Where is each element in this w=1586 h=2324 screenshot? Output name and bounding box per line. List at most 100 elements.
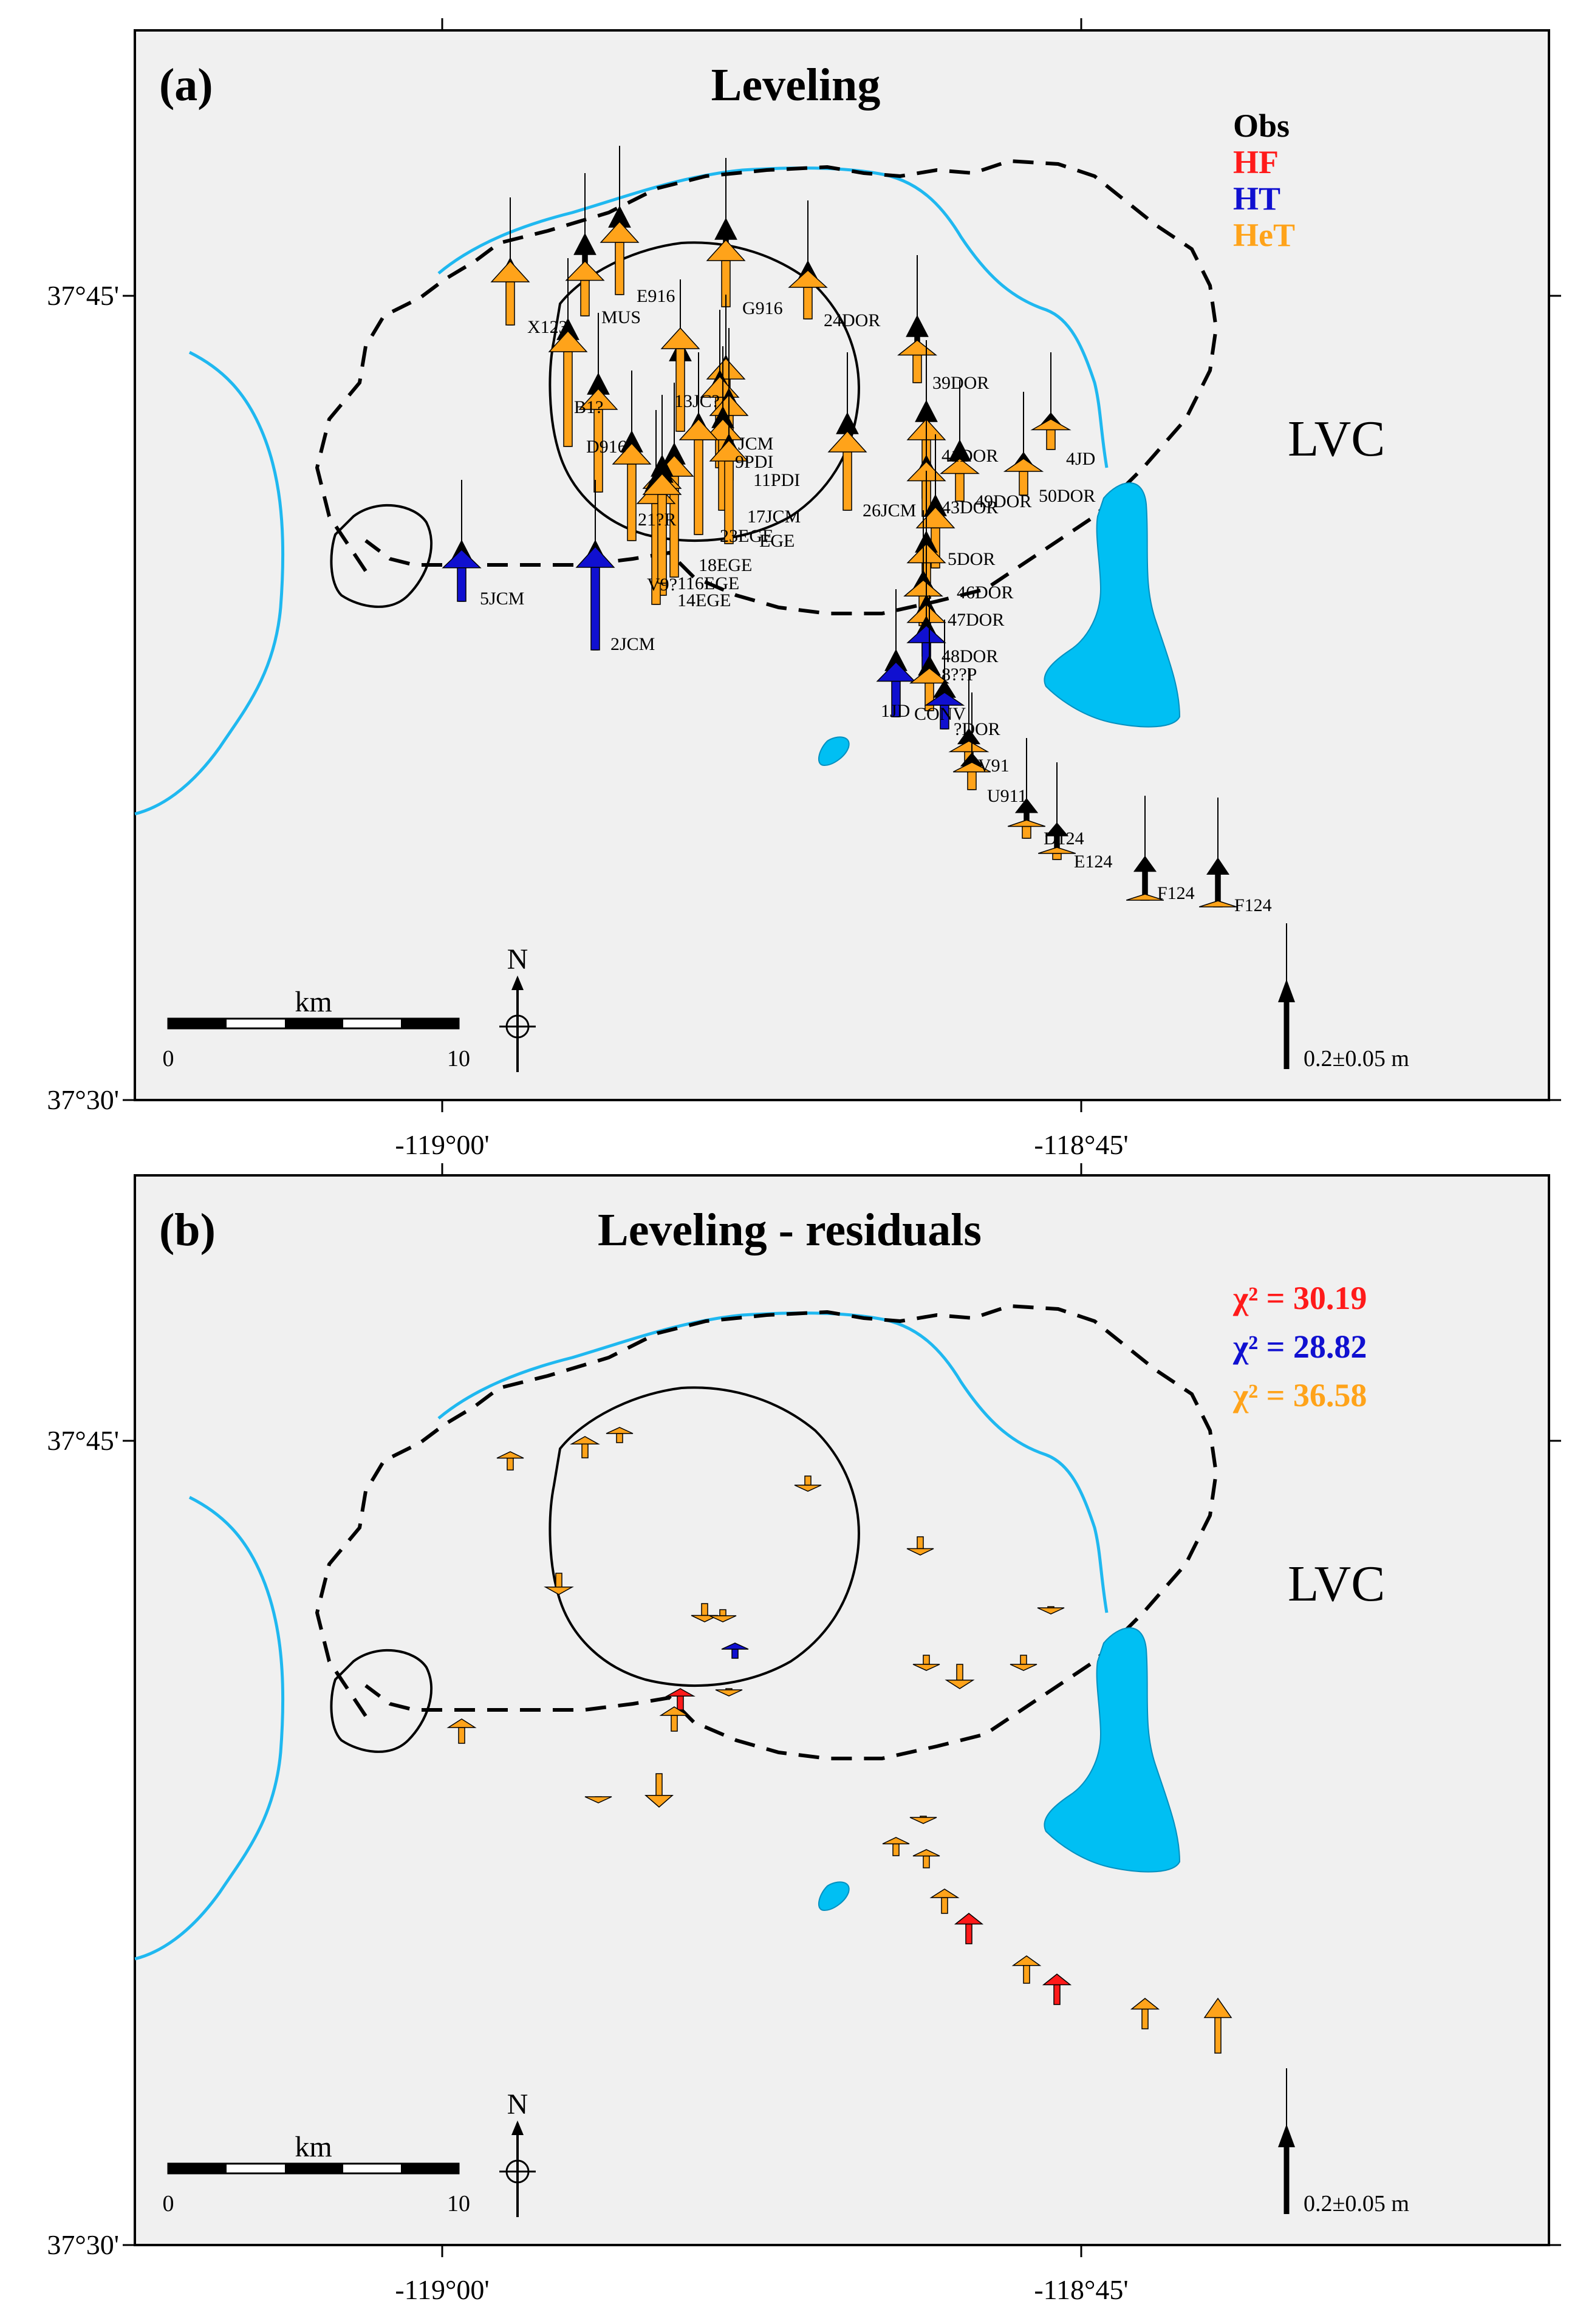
model-arrow — [709, 439, 749, 544]
scale-unit: km — [295, 2131, 332, 2163]
station-label: ?DOR — [954, 719, 1000, 739]
residual-arrow — [1010, 1655, 1037, 1671]
model-arrow — [660, 327, 700, 432]
map-frame-a — [134, 29, 1550, 1101]
panel-b: 37°45' 37°30' -119°00' -118°45' (b) Leve… — [47, 1163, 1561, 2305]
north-label: N — [507, 2088, 528, 2121]
station-label: MUS — [601, 307, 641, 327]
residual-arrow — [496, 1451, 524, 1471]
station-label: 48DOR — [942, 646, 998, 666]
residual-arrow — [1130, 1998, 1160, 2029]
station-label: V9? — [647, 575, 677, 595]
station-label: F124 — [1157, 883, 1195, 903]
panel-title: Leveling — [711, 60, 881, 111]
model-arrow — [1126, 894, 1164, 901]
residual-arrow — [882, 1837, 910, 1856]
panel-title: Leveling - residuals — [598, 1205, 982, 1256]
station-label: 1JD — [881, 701, 910, 721]
station-label: 49DOR — [975, 491, 1031, 511]
station-label: 39DOR — [932, 373, 989, 393]
y-tick-label: 37°30' — [47, 1084, 119, 1115]
station-label: 46DOR — [957, 583, 1013, 603]
station-label: X123 — [527, 317, 568, 337]
station-label: CONV — [914, 704, 966, 724]
station-label: 9PDI — [735, 452, 773, 472]
model-arrow — [1030, 419, 1072, 450]
scale-end: 10 — [447, 2191, 470, 2216]
station-label: 2JCM — [610, 634, 655, 654]
y-tick-label: 37°45' — [47, 280, 119, 311]
model-arrow — [1007, 819, 1046, 839]
residual-arrow — [659, 1706, 689, 1732]
station-label: 26JCM — [863, 501, 916, 521]
region-label: LVC — [1288, 1556, 1385, 1612]
station-label: JCM — [738, 434, 773, 454]
model-arrow — [952, 762, 991, 790]
x-tick-label: -119°00' — [395, 2274, 489, 2305]
y-tick-label: 37°45' — [47, 1425, 119, 1456]
station-label: D124 — [1044, 829, 1084, 849]
north-label: N — [507, 943, 528, 976]
panel-letter: (a) — [159, 60, 213, 111]
scale-end: 10 — [447, 1046, 470, 1071]
scale-bar: km 0 10 — [163, 986, 471, 1071]
residual-arrow — [570, 1436, 600, 1458]
residual-arrow — [1011, 1955, 1042, 1984]
residual-arrow — [1203, 1997, 1232, 2054]
station-label: 4JD — [1066, 449, 1095, 469]
region-label: LVC — [1288, 411, 1385, 467]
station-label: EGE — [759, 531, 795, 551]
residual-arrow — [665, 1688, 696, 1711]
station-label: 17JCM — [747, 507, 801, 527]
x-tick-label: -118°45' — [1034, 1129, 1128, 1160]
residual-arrow — [945, 1664, 975, 1689]
legend-ht: HT — [1233, 180, 1280, 217]
station-label: U911 — [987, 786, 1027, 806]
legend-het: HeT — [1233, 217, 1295, 253]
residual-arrow — [721, 1642, 749, 1659]
model-arrow — [1003, 458, 1044, 496]
station-label: 21?R — [638, 510, 676, 530]
legend-hf: HF — [1233, 144, 1279, 180]
station-label: E124 — [1074, 852, 1112, 872]
station-arrows — [442, 146, 1237, 907]
residual-arrow — [709, 1609, 737, 1622]
station-label: G916 — [742, 298, 783, 318]
reference-label: 0.2±0.05 m — [1304, 1046, 1409, 1071]
scale-start: 0 — [163, 1046, 174, 1071]
y-tick-label: 37°30' — [47, 2229, 119, 2260]
residual-arrow — [644, 1773, 674, 1808]
reference-arrow: 0.2±0.05 m — [1278, 2068, 1409, 2216]
reference-label: 0.2±0.05 m — [1304, 2191, 1409, 2216]
residual-arrow — [715, 1688, 743, 1697]
panel-a: 37°45' 37°30' -119°00' -118°45' (a) Leve… — [47, 18, 1561, 1160]
model-arrow — [924, 692, 965, 730]
residual-arrow — [544, 1573, 574, 1595]
north-arrow: N — [499, 943, 536, 1072]
residual-arrow — [929, 1888, 960, 1914]
model-arrow — [612, 442, 652, 541]
x-tick-label: -118°45' — [1034, 2274, 1128, 2305]
station-label: 8??P — [942, 665, 977, 685]
station-label: 116EGE — [677, 573, 739, 593]
legend-chi2-hf: χ² = 30.19 — [1232, 1280, 1367, 1316]
model-arrow — [706, 239, 746, 307]
station-label: 18EGE — [699, 555, 752, 575]
station-label: F124 — [1234, 895, 1272, 915]
station-label: 14EGE — [677, 590, 731, 610]
residual-arrow — [584, 1796, 612, 1803]
model-arrow — [548, 330, 588, 447]
model-arrow — [940, 458, 980, 502]
station-label: 13JC? — [674, 391, 720, 411]
model-arrow — [575, 545, 615, 651]
model-arrow — [578, 388, 618, 493]
model-arrow — [490, 260, 530, 326]
station-label: V91 — [978, 756, 1010, 776]
residual-arrow — [912, 1849, 940, 1868]
station-label: 23EGE — [720, 526, 773, 546]
residual-arrow — [794, 1475, 822, 1492]
station-label: 47DOR — [948, 610, 1004, 630]
model-arrow — [442, 549, 482, 602]
model-arrow — [876, 661, 916, 717]
